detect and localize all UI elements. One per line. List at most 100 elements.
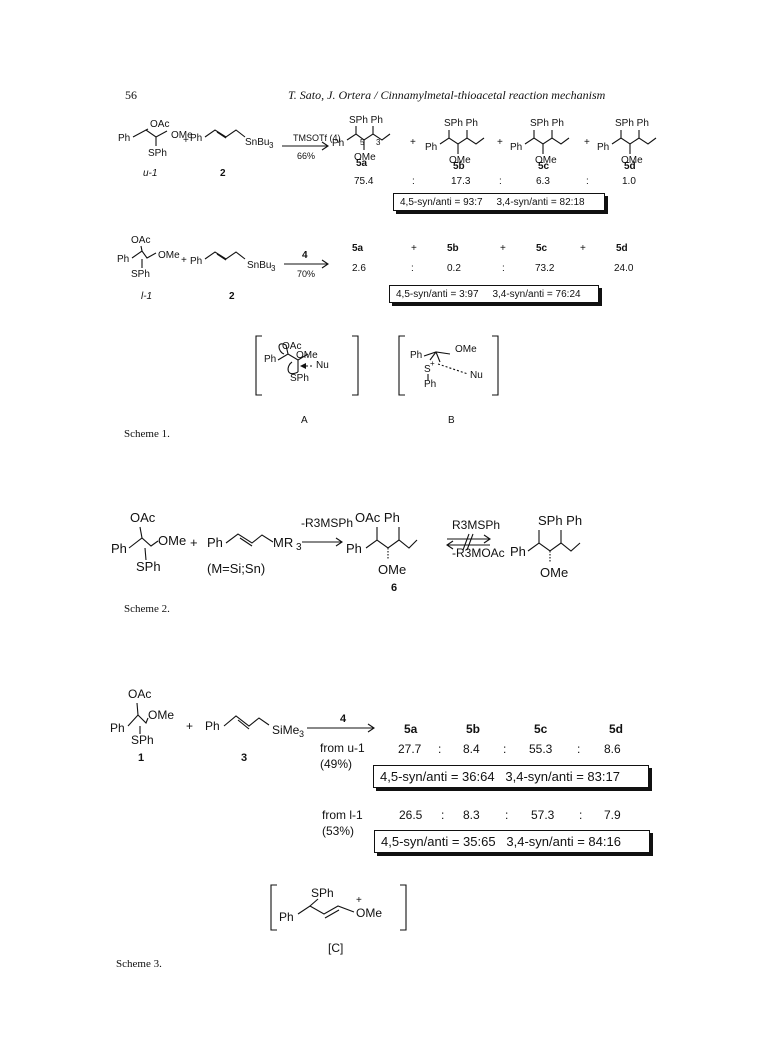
svg-text:OMe: OMe [378, 562, 406, 577]
svg-text:OMe: OMe [449, 155, 471, 166]
scheme3-from-u-ratio-5a: 27.7 [398, 742, 422, 756]
scheme1-row2-selectivity: 4,5-syn/anti = 3:97 3,4-syn/anti = 76:24 [396, 288, 581, 300]
svg-text:3: 3 [376, 138, 381, 147]
scheme2-reagent-forward: -R3MSPh [301, 516, 354, 530]
scheme3-from-l-selectivity: 4,5-syn/anti = 35:65 3,4-syn/anti = 84:1… [381, 834, 621, 849]
scheme2-metal-note: (M=Si;Sn) [207, 561, 266, 576]
scheme3-from-l-ratio-5c: 57.3 [531, 808, 555, 822]
scheme3-reactant1-label: 1 [138, 752, 145, 764]
svg-text:3: 3 [269, 141, 274, 150]
svg-text:Nu: Nu [316, 360, 329, 371]
scheme1-row1-separator: : [586, 176, 589, 187]
svg-text:SPh Ph: SPh Ph [349, 115, 383, 126]
svg-text:OMe: OMe [535, 155, 557, 166]
scheme1-row1-separator: : [412, 176, 415, 187]
scheme1-row1-product-5a: 5a [356, 158, 368, 169]
scheme1-row2-ratio-5d: 24.0 [614, 263, 634, 274]
scheme1-row2-ratio-5b: 0.2 [447, 263, 461, 274]
scheme1-row1-ratio-5d: 1.0 [622, 176, 636, 187]
svg-text:OMe: OMe [356, 906, 382, 920]
svg-text:+: + [186, 719, 193, 733]
svg-text:+: + [497, 137, 503, 148]
scheme3-separator: : [438, 742, 442, 756]
scheme3-from-u-text: from u-1 [320, 741, 365, 755]
scheme1-row1-reactant1-label: u-1 [143, 168, 158, 179]
svg-text:Ph: Ph [110, 721, 125, 735]
scheme1-row1-separator: : [499, 176, 502, 187]
scheme1-row1-selectivity: 4,5-syn/anti = 93:7 3,4-syn/anti = 82:18 [400, 196, 585, 208]
svg-text:Ph: Ph [510, 142, 522, 153]
scheme1-row2-reagent: 4 [302, 250, 308, 261]
svg-text:3: 3 [271, 264, 276, 273]
svg-text:S: S [424, 364, 431, 375]
svg-text:MR: MR [273, 535, 293, 550]
svg-text:SPh Ph: SPh Ph [538, 513, 582, 528]
svg-text:Ph: Ph [190, 133, 202, 144]
svg-text:OAc: OAc [150, 119, 169, 130]
svg-text:Ph: Ph [597, 142, 609, 153]
svg-text:+: + [584, 137, 590, 148]
scheme3-from-l-selectivity-box: 4,5-syn/anti = 35:65 3,4-syn/anti = 84:1… [374, 830, 650, 853]
svg-text:OMe: OMe [354, 152, 376, 163]
svg-text:Ph: Ph [207, 535, 223, 550]
scheme3-product-5b: 5b [466, 722, 481, 736]
svg-text:Ph: Ph [425, 142, 437, 153]
svg-text:5: 5 [360, 138, 365, 147]
scheme3-separator: : [441, 808, 445, 822]
svg-text:Ph: Ph [510, 544, 526, 559]
svg-text:Ph: Ph [346, 541, 362, 556]
svg-text:+: + [181, 255, 187, 266]
svg-text:Nu: Nu [470, 370, 483, 381]
svg-text:Ph: Ph [264, 354, 276, 365]
svg-text:Ph: Ph [279, 910, 294, 924]
svg-text:OMe: OMe [158, 250, 180, 261]
svg-text:+: + [410, 137, 416, 148]
scheme1-row1-product-5d: 5d [624, 161, 636, 172]
scheme3-product-5a: 5a [404, 722, 418, 736]
svg-text:SPh: SPh [131, 269, 150, 280]
scheme3-from-u-selectivity: 4,5-syn/anti = 36:64 3,4-syn/anti = 83:1… [380, 769, 620, 784]
svg-text:SnBu: SnBu [247, 260, 271, 271]
scheme3-from-l-yield: (53%) [322, 824, 355, 838]
scheme3-reactant2-label: 3 [241, 752, 248, 764]
svg-text:SiMe: SiMe [272, 723, 300, 737]
svg-text:Ph: Ph [118, 133, 130, 144]
scheme1-row2-plus: + [500, 243, 506, 254]
scheme3-product-5d: 5d [609, 722, 624, 736]
scheme1-row1-reactant2-label: 2 [220, 168, 226, 179]
scheme3-separator: : [503, 742, 507, 756]
svg-text:SPh: SPh [131, 733, 154, 747]
svg-text:Ph: Ph [190, 256, 202, 267]
scheme3-from-l-ratio-5a: 26.5 [399, 808, 423, 822]
svg-text:OAc: OAc [130, 510, 156, 525]
scheme1-caption: Scheme 1. [124, 428, 170, 440]
scheme1-row1-reagent: TMSOTf (4) [293, 133, 341, 143]
scheme3-intermediate-label: [C] [328, 941, 344, 955]
svg-text:+: + [430, 359, 435, 368]
scheme2-product-label: 6 [391, 582, 398, 594]
scheme3-separator: : [505, 808, 509, 822]
scheme3-separator: : [577, 742, 581, 756]
svg-text:OMe: OMe [158, 533, 186, 548]
svg-text:OMe: OMe [296, 350, 318, 361]
svg-text:3: 3 [299, 729, 304, 739]
svg-text:OAc: OAc [128, 687, 151, 701]
scheme3-from-u-label: from u-1 [320, 741, 365, 755]
svg-text:+: + [356, 895, 362, 906]
scheme3-separator: : [579, 808, 583, 822]
svg-text:+: + [190, 535, 198, 550]
scheme1-row2-separator: : [411, 263, 414, 274]
scheme3-caption: Scheme 3. [116, 958, 162, 970]
svg-text:Ph: Ph [205, 719, 220, 733]
scheme2-caption: Scheme 2. [124, 603, 170, 615]
svg-text:SPh: SPh [290, 373, 309, 384]
svg-text:SPh Ph: SPh Ph [530, 118, 564, 129]
svg-text:SPh Ph: SPh Ph [615, 118, 649, 129]
scheme2-reagent-back-bottom: -R3MOAc [452, 546, 505, 560]
page-number: 56 [125, 88, 137, 102]
svg-text:OAc: OAc [131, 235, 150, 246]
scheme1-row2-yield: 70% [297, 269, 316, 279]
